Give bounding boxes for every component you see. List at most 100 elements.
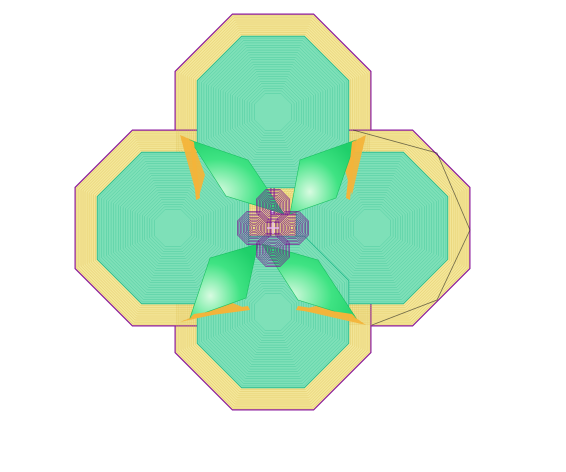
lobe-left-teal-hatch: [115, 170, 231, 286]
lobe-top-gold-hatch: [194, 33, 352, 191]
rosette-lobe-3: [245, 219, 263, 237]
rosette-lobe-1: [288, 224, 296, 232]
outer-dark-edge: [352, 129, 471, 326]
lobe-top-teal-hatch: [225, 64, 321, 160]
lobe-top-teal-hatch: [254, 93, 292, 131]
rosette-lobe-1: [286, 222, 298, 234]
lobe-top-teal-hatch: [210, 49, 336, 175]
lobe-bottom-teal-hatch: [251, 290, 295, 334]
petal-rim-0: [190, 140, 200, 200]
rosette-lobe-3: [251, 225, 257, 231]
lobe-top-teal: [196, 35, 350, 189]
lobe-left-teal-hatch: [132, 187, 214, 269]
rosette-lobe-0: [267, 200, 279, 212]
rosette-lobe-2: [264, 241, 282, 259]
lobe-right-gold-hatch: [281, 137, 463, 319]
lobe-top-teal-hatch: [215, 54, 331, 170]
lobe-top-teal-hatch: [198, 37, 348, 187]
lobe-right-teal-hatch: [345, 201, 399, 255]
lobe-top-teal-hatch: [213, 52, 333, 172]
lobe-right-teal-hatch: [350, 206, 394, 250]
lobe-left-teal-hatch: [127, 182, 219, 274]
rosette-lobe-0: [269, 202, 277, 210]
rosette-lobe-3: [241, 215, 267, 241]
lobe-right-teal-hatch: [348, 204, 396, 252]
lobe-right-teal-hatch: [336, 192, 408, 264]
petal-rim-1: [346, 140, 356, 200]
lobe-top-teal-hatch: [203, 42, 343, 182]
rosette-lobe-1: [283, 219, 301, 237]
lobe-right-teal-hatch: [326, 182, 418, 274]
lobe-right-gold-hatch: [283, 139, 461, 317]
rosette-lobe-1: [275, 211, 309, 245]
lobe-top-teal-hatch: [251, 90, 295, 134]
lobe-right-teal-hatch: [321, 177, 423, 279]
lobe-left-teal-hatch: [146, 201, 200, 255]
lobe-top-gold-hatch: [184, 23, 362, 201]
lobe-right-gold-hatch: [291, 147, 453, 309]
lobe-bottom-teal-hatch: [246, 285, 300, 339]
lobe-left-teal-hatch: [139, 194, 207, 262]
lobe-top-teal-hatch: [232, 71, 314, 153]
lobe-right-teal-hatch: [338, 194, 406, 262]
lobe-left-teal-hatch: [125, 180, 221, 276]
lobe-top-teal-hatch: [206, 45, 340, 179]
lobe-top-teal-hatch: [242, 81, 304, 143]
lobe-bottom-teal-hatch: [249, 288, 297, 336]
lobe-bottom-teal-hatch: [254, 293, 292, 331]
lobe-left-teal-hatch: [113, 168, 233, 288]
petal-edge-0: [180, 135, 205, 200]
lobe-top-teal-hatch: [230, 69, 316, 155]
lobe-top-teal-hatch: [244, 83, 302, 141]
lobe-right-gold-hatch: [285, 141, 459, 315]
lobe-top-teal-hatch: [218, 57, 328, 167]
rosette-lobe-3: [248, 222, 260, 234]
rosette-lobe-2: [257, 234, 289, 266]
rosette-lobe-0: [263, 196, 283, 216]
center-rosette: [237, 189, 309, 267]
rosette-lobe-2: [266, 243, 280, 257]
lobe-top-teal-hatch: [227, 66, 319, 158]
rosette-lobe-0: [261, 194, 285, 218]
lobe-left-teal-hatch: [118, 173, 228, 283]
lobe-top-teal-hatch: [239, 78, 307, 146]
lobe-left-teal-hatch: [137, 192, 209, 264]
lobe-left-teal-hatch: [130, 185, 216, 271]
lobe-left-teal-hatch: [151, 206, 195, 250]
rosette-lobe-0: [264, 197, 282, 215]
lobe-left-teal-hatch: [144, 199, 202, 257]
rosette-lobe-1: [277, 213, 307, 243]
rosette-lobe-1: [282, 218, 302, 238]
lobe-top-teal-hatch: [246, 85, 300, 139]
rosette-lobe-3: [250, 224, 258, 232]
lobe-right-teal-hatch: [343, 199, 401, 257]
lobe-top-teal-hatch: [249, 88, 297, 136]
lobe-top-teal-hatch: [222, 61, 324, 163]
rosette-lobe-0: [266, 199, 280, 213]
lobe-right-teal-hatch: [317, 173, 427, 283]
rosette-lobe-2: [270, 247, 276, 253]
rosette-lobe-0: [270, 203, 276, 209]
lobe-top-teal-hatch: [220, 59, 326, 165]
lobe-left-teal-hatch: [142, 197, 204, 259]
rosette-lobe-3: [239, 213, 269, 243]
rosette-lobe-2: [269, 246, 277, 254]
rosette-lobe-0: [258, 191, 288, 221]
rosette-lobe-2: [263, 240, 283, 260]
lobe-left-teal-hatch: [154, 209, 192, 247]
rosette-lobe-3: [238, 212, 270, 244]
rosette-lobe-0: [260, 193, 286, 219]
lobe-top-gold-hatch: [180, 19, 366, 205]
rosette-lobe-3: [242, 216, 266, 240]
rosette-lobe-1: [285, 221, 299, 235]
lobe-right-teal-hatch: [341, 197, 403, 259]
rosette-lobe-1: [276, 212, 308, 244]
rosette-lobe-1: [280, 216, 304, 240]
lobe-right-teal-hatch: [324, 180, 420, 276]
lobe-top-teal-hatch: [208, 47, 338, 177]
lobe-right-teal-hatch: [331, 187, 413, 269]
lobe-left-teal-hatch: [134, 189, 212, 267]
rosette-lobe-3: [237, 211, 271, 245]
lobe-right-gold-hatch: [277, 133, 467, 323]
